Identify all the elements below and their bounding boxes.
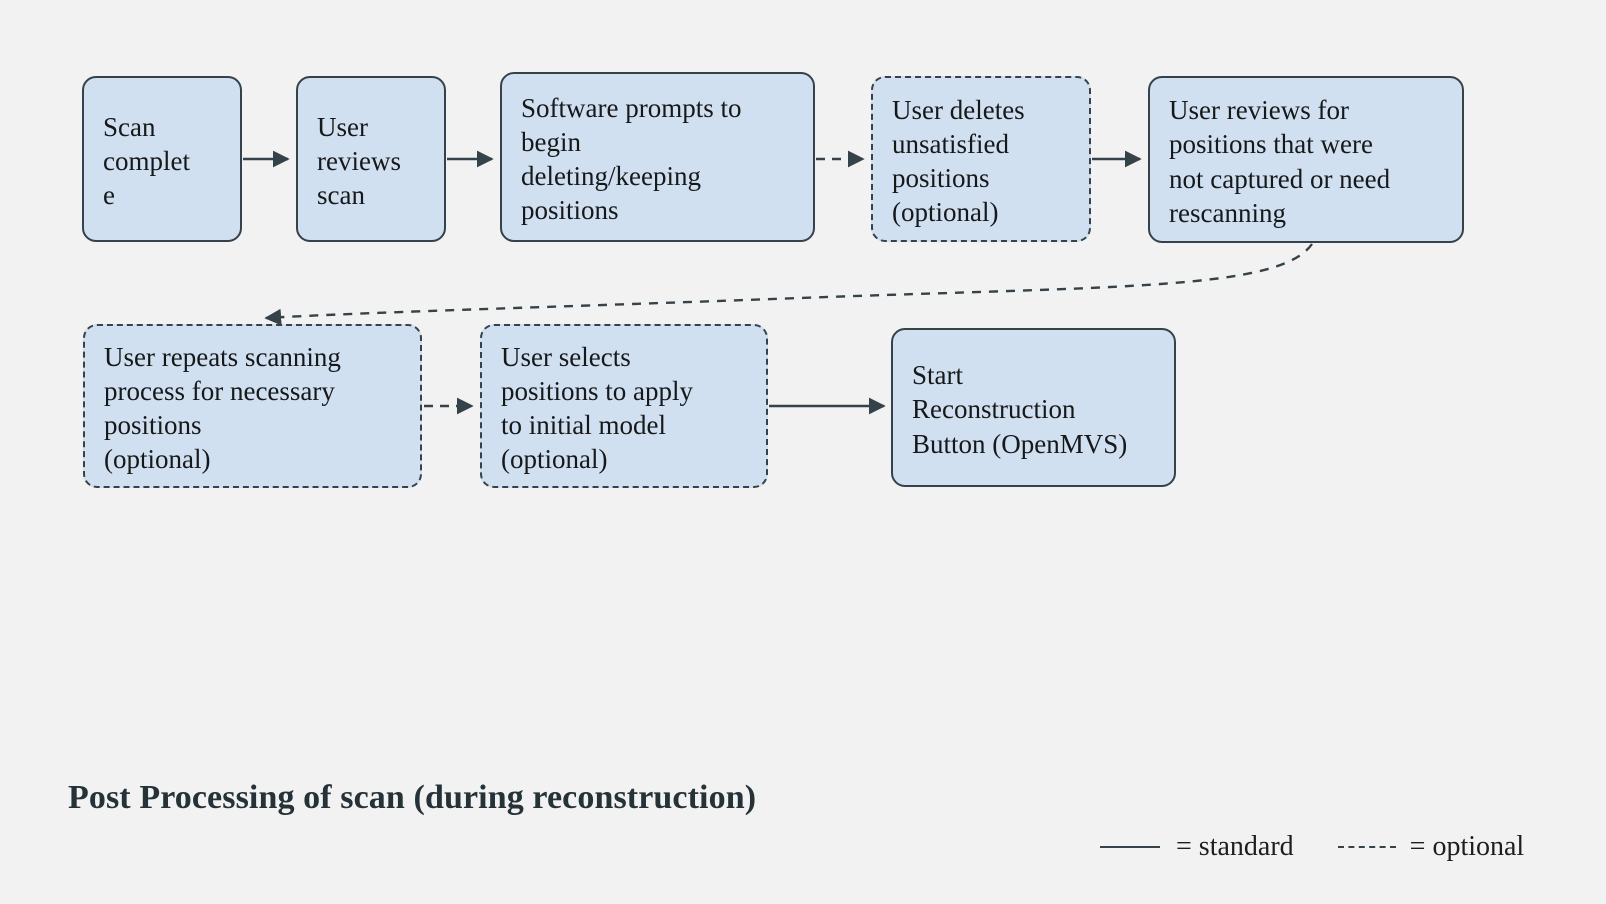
node-user-deletes[interactable]: User deletes unsatisfied positions (opti…	[871, 76, 1091, 242]
node-software-prompts[interactable]: Software prompts to begin deleting/keepi…	[500, 72, 815, 242]
legend-item-standard: = standard	[1100, 831, 1294, 863]
node-label: User selects positions to apply to initi…	[501, 341, 694, 475]
node-label: Scan complet e	[103, 111, 190, 210]
legend: = standard = optional	[1100, 827, 1524, 867]
node-label: Software prompts to begin deleting/keepi…	[521, 92, 742, 226]
edge-user-reviews-pos-to-user-repeats	[264, 243, 1313, 326]
node-user-repeats-scanning[interactable]: User repeats scanning process for necess…	[83, 324, 422, 488]
node-label: User deletes unsatisfied positions (opti…	[892, 94, 1025, 228]
solid-line-icon	[1100, 846, 1160, 848]
node-label: Start Reconstruction Button (OpenMVS)	[912, 360, 1128, 459]
node-user-reviews-scan[interactable]: User reviews scan	[296, 76, 446, 242]
diagram-title: Post Processing of scan (during reconstr…	[68, 779, 757, 816]
legend-standard-label: = standard	[1176, 831, 1294, 862]
node-user-selects-positions[interactable]: User selects positions to apply to initi…	[480, 324, 768, 488]
node-start-reconstruction-button[interactable]: Start Reconstruction Button (OpenMVS)	[891, 328, 1176, 487]
node-scan-complete[interactable]: Scan complet e	[82, 76, 242, 242]
dashed-line-icon	[1337, 846, 1396, 848]
legend-item-optional: = optional	[1337, 831, 1525, 863]
node-user-reviews-positions[interactable]: User reviews for positions that were not…	[1148, 76, 1464, 243]
node-label: User reviews for positions that were not…	[1169, 95, 1391, 228]
node-label: User repeats scanning process for necess…	[104, 341, 341, 475]
legend-optional-label: = optional	[1409, 831, 1525, 862]
node-label: User reviews scan	[317, 111, 401, 210]
